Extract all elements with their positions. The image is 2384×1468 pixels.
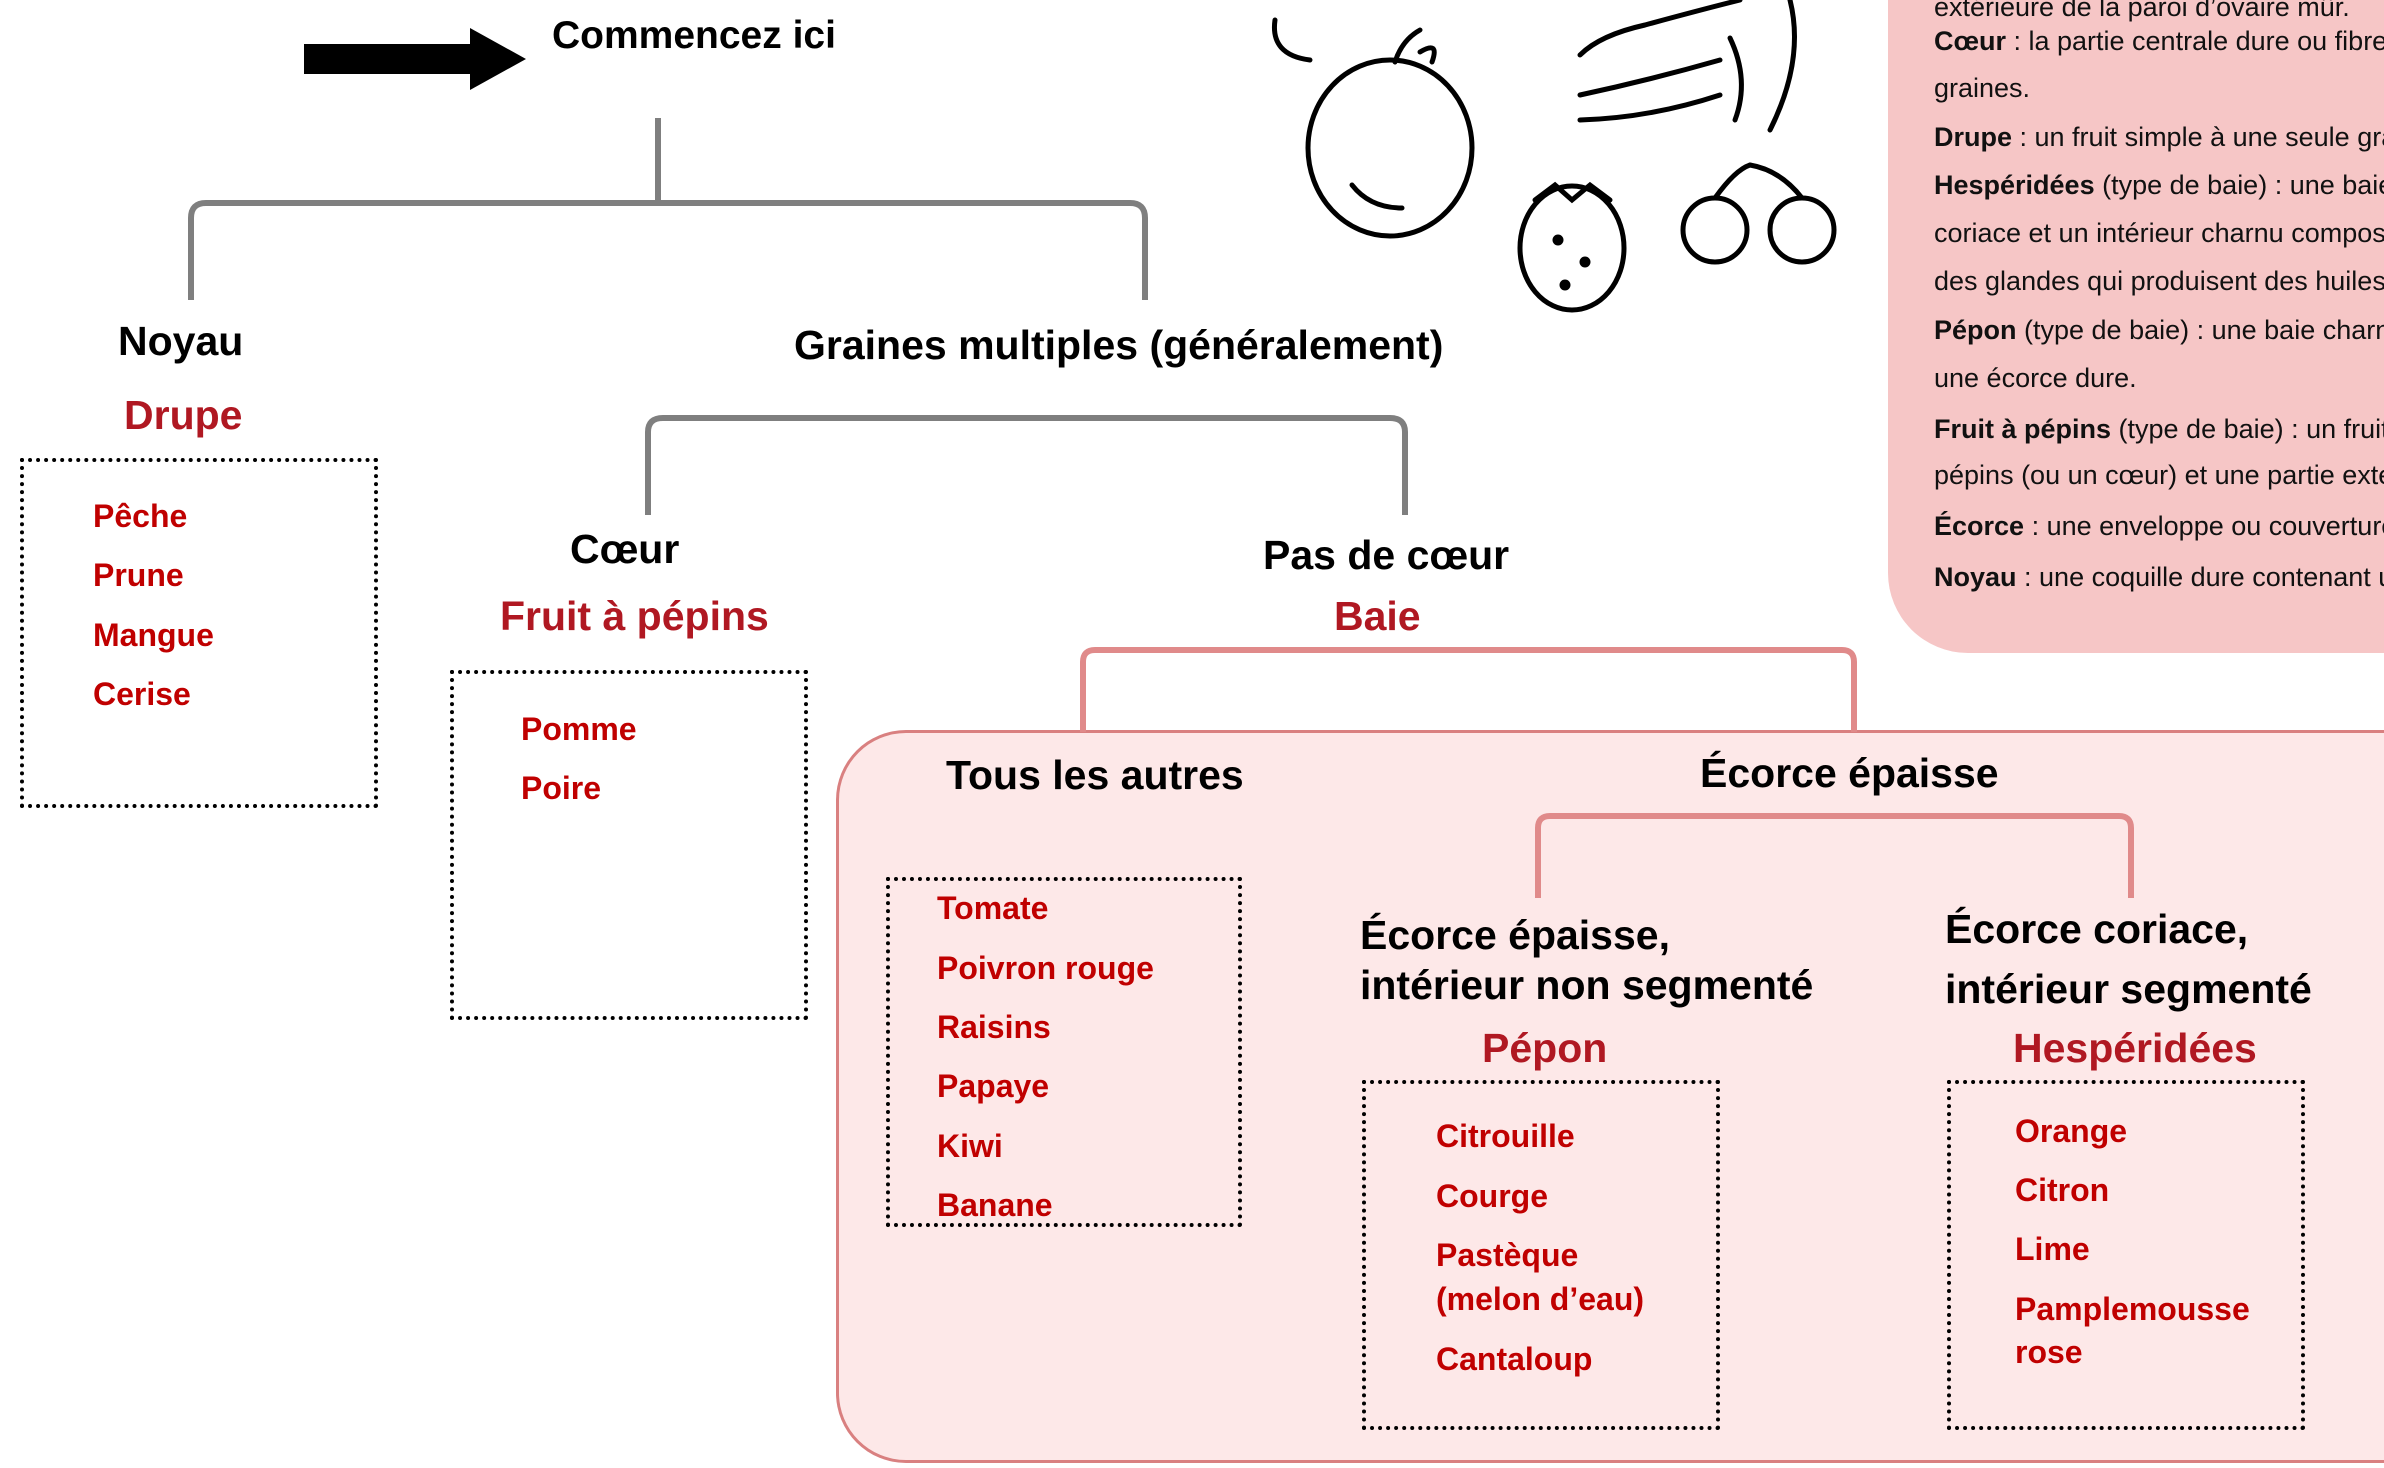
list-item: Tomate [937,890,1049,926]
glossary-panel: extérieure de la paroi d’ovaire mûr. Cœu… [1888,0,2384,653]
list-item: Courge [1436,1178,1548,1214]
branch-label-pepo-line2: intérieur non segmenté [1360,962,1814,1008]
category-hesperidium: Hespéridées [2013,1025,2257,1071]
list-item: Poivron rouge [937,950,1154,986]
list-item: Kiwi [937,1128,1003,1164]
list-item: Cantaloup [1436,1341,1593,1377]
list-item: Papaye [937,1068,1050,1104]
start-label: Commencez ici [552,14,836,57]
others-list-box [886,877,1242,1227]
list-item: Orange [2015,1113,2128,1149]
list-item: Pastèque [1436,1237,1579,1273]
glossary-line: une écorce dure. [1934,363,2137,393]
branch-label-multi-seed: Graines multiples (généralement) [794,322,1444,368]
list-item: Poire [521,770,602,806]
pome-list-box [450,670,808,1020]
list-item: Citrouille [1436,1118,1575,1154]
list-item: Lime [2015,1231,2090,1267]
branch-label-hesperidium-line1: Écorce coriace, [1945,906,2249,952]
glossary-line: Fruit à pépins (type de baie) : un fruit… [1934,414,2384,444]
fruit-illustration [1271,0,1837,313]
glossary-line: des glandes qui produisent des huiles [1934,266,2384,296]
category-drupe: Drupe [124,392,243,438]
hesperidium-list-box [1947,1080,2305,1430]
glossary-line: pépins (ou un cœur) et une partie extéri… [1934,460,2384,490]
berry-panel [836,730,2384,1463]
branch-label-core: Cœur [570,526,680,572]
glossary-line: Noyau : une coquille dure contenant une … [1934,562,2384,592]
category-pome: Fruit à pépins [500,593,769,639]
category-berry: Baie [1334,593,1421,639]
list-item: Banane [937,1187,1053,1223]
drupe-list-box [20,458,378,808]
branch-label-stone: Noyau [118,318,244,364]
branch-label-hesperidium-line2: intérieur segmenté [1945,966,2312,1012]
glossary-line: Cœur : la partie centrale dure ou fibreu… [1934,26,2384,56]
glossary-line: Hespéridées (type de baie) : une baie av… [1934,170,2384,200]
list-item: Raisins [937,1009,1051,1045]
branch-label-others: Tous les autres [946,752,1244,798]
glossary-line: Drupe : un fruit simple à une seule grai… [1934,122,2384,152]
glossary-line: Écorce : une enveloppe ou couverture [1934,511,2384,541]
list-item: Pomme [521,711,637,747]
branch-label-no-core: Pas de cœur [1263,532,1510,578]
glossary-line: extérieure de la paroi d’ovaire mûr. [1934,0,2350,22]
glossary-line: graines. [1934,73,2031,103]
glossary-line: coriace et un intérieur charnu composé d… [1934,218,2384,248]
branch-label-pepo-line1: Écorce épaisse, [1360,912,1670,958]
list-item: Citron [2015,1172,2110,1208]
glossary-line: Pépon (type de baie) : une baie charnue … [1934,315,2384,345]
list-item: Pêche [93,498,188,534]
list-item: Mangue [93,617,214,653]
pepo-list-box [1362,1080,1720,1430]
arrow-right-icon [304,28,526,90]
list-item: Pamplemousse [2015,1291,2250,1327]
list-item: Cerise [93,676,191,712]
list-item: Prune [93,557,184,593]
category-pepo: Pépon [1482,1025,1608,1071]
list-item: (melon d’eau) [1436,1281,1645,1317]
list-item: rose [2015,1334,2083,1370]
branch-label-thick-rind: Écorce épaisse [1700,750,1999,796]
